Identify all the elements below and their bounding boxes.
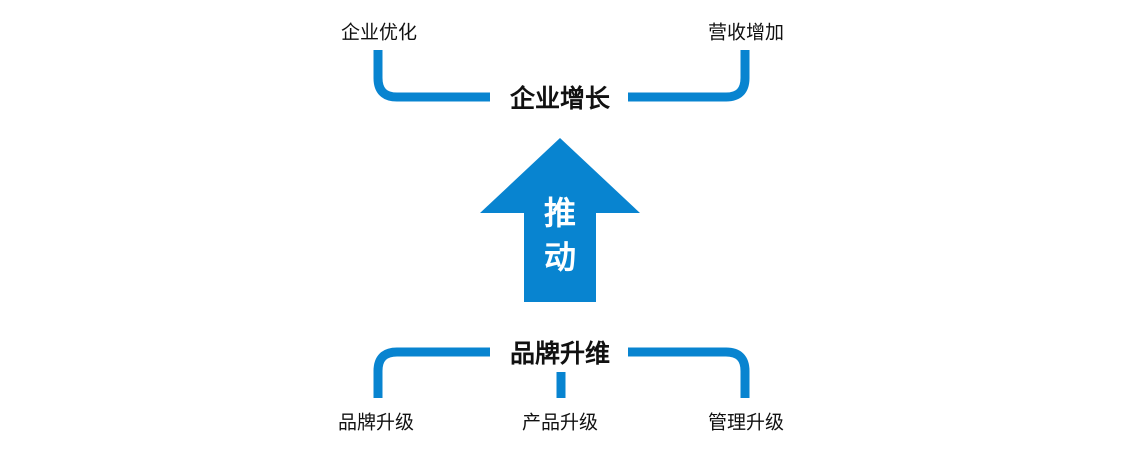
top-title: 企业增长 <box>505 79 615 115</box>
top-right-item-label: 营收增加 <box>707 21 785 44</box>
top-left-item-label: 企业优化 <box>340 21 418 44</box>
bottom-item-label-1: 品牌升级 <box>337 411 415 434</box>
bottom-item-label-3: 管理升级 <box>707 411 785 434</box>
top-right-bracket <box>628 50 750 102</box>
bottom-left-bracket <box>373 347 490 398</box>
bottom-right-bracket <box>628 347 750 398</box>
arrow-label: 推动 <box>543 194 576 276</box>
bottom-title: 品牌升维 <box>505 334 615 370</box>
top-left-bracket <box>373 50 490 102</box>
up-arrow-shape <box>480 138 640 302</box>
bottom-item-label-2: 产品升级 <box>521 411 599 434</box>
